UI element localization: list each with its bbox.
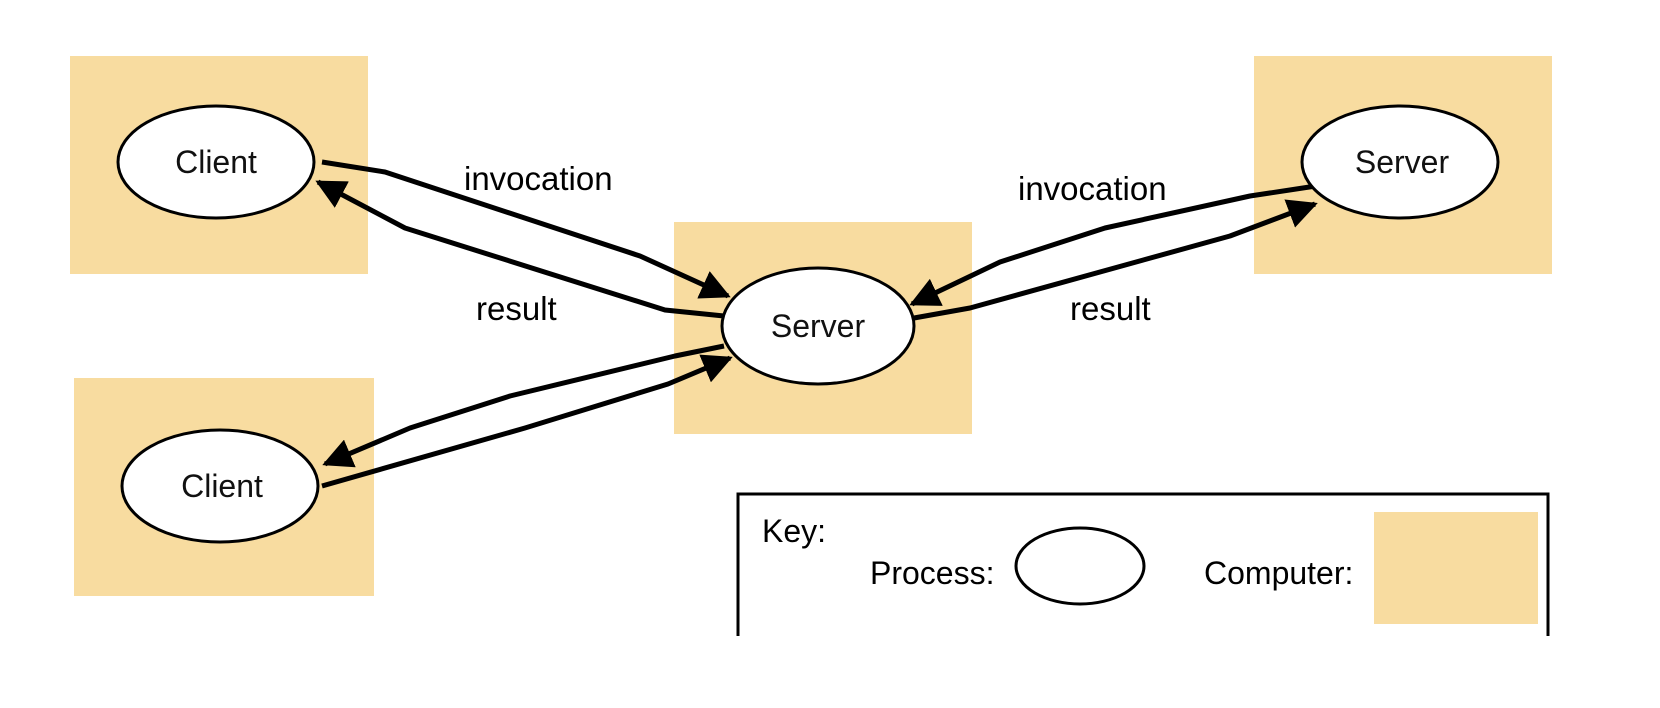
result-arrow-server-right-to-server: [913, 199, 1318, 321]
edge-label-left-result: result: [476, 290, 557, 327]
process-label-server-center: Server: [771, 308, 866, 344]
legend-frame: [736, 492, 1550, 636]
invocation-arrow-client-bottom-to-server: [321, 354, 733, 489]
invocation-arrow-client-top-to-server: [321, 159, 731, 299]
result-arrow-server-to-client-bottom: [322, 343, 725, 468]
legend-process-swatch: [1014, 526, 1146, 606]
process-label-client-top: Client: [175, 144, 257, 180]
edge-label-right-invocation: invocation: [1018, 170, 1167, 207]
process-server-right: Server: [1300, 104, 1500, 220]
process-label-client-bottom: Client: [181, 468, 263, 504]
result-arrow-server-to-client-top: [315, 179, 725, 319]
legend: Key: Process: Computer:: [736, 492, 1550, 636]
process-label-server-right: Server: [1355, 144, 1450, 180]
invocation-arrow-server-to-server-right: [909, 183, 1317, 307]
process-client-top: Client: [116, 104, 316, 220]
legend-computer-swatch: [1374, 512, 1538, 624]
edge-label-left-invocation: invocation: [464, 160, 613, 197]
legend-process-label: Process:: [870, 555, 994, 591]
edge-label-right-result: result: [1070, 290, 1151, 327]
legend-title: Key:: [762, 513, 826, 549]
process-server-center: Server: [720, 266, 916, 386]
legend-computer-label: Computer:: [1204, 555, 1353, 591]
process-client-bottom: Client: [120, 428, 320, 544]
